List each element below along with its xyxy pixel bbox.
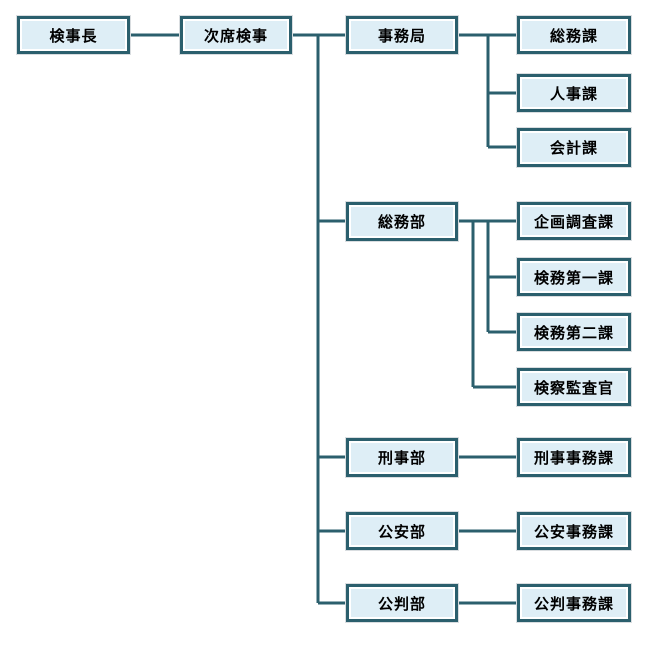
- node-public-security-dept: 公安部: [346, 512, 458, 550]
- node-general-affairs-section: 総務課: [517, 16, 631, 54]
- node-general-affairs-dept: 総務部: [346, 202, 458, 241]
- node-prosecution-affairs-first-section: 検務第一課: [517, 258, 631, 296]
- node-trial-affairs-section: 公判事務課: [517, 584, 631, 622]
- node-criminal-affairs-section: 刑事事務課: [517, 438, 631, 477]
- node-planning-research-section: 企画調査課: [517, 202, 631, 240]
- node-secretariat-bureau: 事務局: [346, 16, 458, 54]
- node-prosecution-inspector: 検察監査官: [517, 368, 631, 406]
- node-accounting-section: 会計課: [517, 128, 631, 167]
- node-criminal-dept: 刑事部: [346, 438, 458, 477]
- node-prosecution-affairs-second-section: 検務第二課: [517, 313, 631, 351]
- node-public-security-affairs-section: 公安事務課: [517, 512, 631, 550]
- node-chief-prosecutor: 検事長: [17, 16, 130, 54]
- node-trial-dept: 公判部: [346, 584, 458, 622]
- node-deputy-chief-prosecutor: 次席検事: [180, 16, 292, 54]
- node-personnel-section: 人事課: [517, 74, 631, 112]
